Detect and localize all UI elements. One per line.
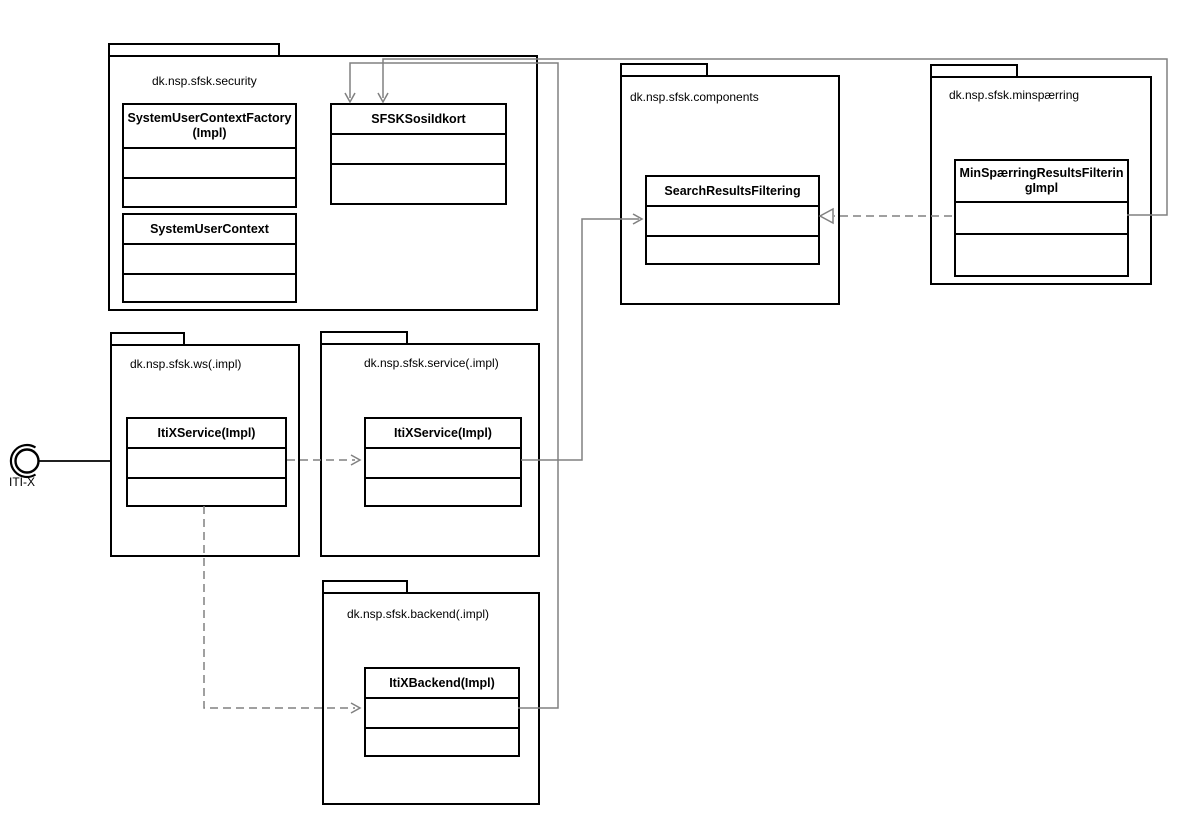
package-minspaerring-tab <box>930 64 1018 76</box>
package-minspaerring-label: dk.nsp.sfsk.minspærring <box>949 88 1080 102</box>
class-name: SearchResultsFiltering <box>664 183 801 198</box>
class-name: SystemUserContext <box>150 221 269 236</box>
operations-compartment <box>128 477 285 505</box>
itix-interface-symbol <box>9 443 110 479</box>
operations-compartment <box>124 177 295 206</box>
attributes-compartment <box>366 447 520 477</box>
class-ws-itixservice: ItiXService(Impl) <box>126 417 287 507</box>
attributes-compartment <box>647 205 818 235</box>
class-searchresultsfiltering: SearchResultsFiltering <box>645 175 820 265</box>
class-name: MinSpærringResultsFilterin gImpl <box>959 166 1124 195</box>
package-backend-tab <box>322 580 408 592</box>
attributes-compartment <box>956 201 1127 233</box>
class-name: ItiXService(Impl) <box>157 425 256 440</box>
operations-compartment <box>332 163 505 203</box>
package-backend: dk.nsp.sfsk.backend(.impl) ItiXBackend(I… <box>322 580 540 805</box>
class-name: SFSKSosiIdkort <box>371 111 466 126</box>
operations-compartment <box>366 727 518 755</box>
package-minspaerring: dk.nsp.sfsk.minspærring MinSpærringResul… <box>930 64 1152 285</box>
class-minspaerringresultsfilteringimpl: MinSpærringResultsFilterin gImpl <box>954 159 1129 277</box>
package-ws-body: dk.nsp.sfsk.ws(.impl) ItiXService(Impl) <box>110 344 300 557</box>
itix-socket-arc-icon <box>9 443 37 479</box>
package-security-body: dk.nsp.sfsk.security SystemUserContextFa… <box>108 55 538 311</box>
operations-compartment <box>124 273 295 301</box>
package-service-body: dk.nsp.sfsk.service(.impl) ItiXService(I… <box>320 343 540 557</box>
package-minspaerring-body: dk.nsp.sfsk.minspærring MinSpærringResul… <box>930 76 1152 285</box>
package-backend-label: dk.nsp.sfsk.backend(.impl) <box>347 607 490 621</box>
package-ws: dk.nsp.sfsk.ws(.impl) ItiXService(Impl) <box>110 332 300 557</box>
attributes-compartment <box>332 133 505 163</box>
attributes-compartment <box>124 147 295 177</box>
itix-ball-icon <box>14 448 40 474</box>
class-name: ItiXBackend(Impl) <box>389 675 495 690</box>
package-security: dk.nsp.sfsk.security SystemUserContextFa… <box>108 43 538 311</box>
class-systemusercontext: SystemUserContext <box>122 213 297 303</box>
package-service-label: dk.nsp.sfsk.service(.impl) <box>364 356 499 370</box>
package-components-body: dk.nsp.sfsk.components SearchResultsFilt… <box>620 75 840 305</box>
attributes-compartment <box>128 447 285 477</box>
class-systemusercontextfactory: SystemUserContextFactory (Impl) <box>122 103 297 208</box>
package-ws-tab <box>110 332 185 344</box>
package-components-tab <box>620 63 708 75</box>
attributes-compartment <box>366 697 518 727</box>
package-ws-label: dk.nsp.sfsk.ws(.impl) <box>130 357 242 371</box>
class-service-itixservice: ItiXService(Impl) <box>364 417 522 507</box>
package-components-label: dk.nsp.sfsk.components <box>630 90 759 104</box>
operations-compartment <box>366 477 520 505</box>
class-itixbackend: ItiXBackend(Impl) <box>364 667 520 757</box>
package-backend-body: dk.nsp.sfsk.backend(.impl) ItiXBackend(I… <box>322 592 540 805</box>
attributes-compartment <box>124 243 295 273</box>
package-security-label: dk.nsp.sfsk.security <box>152 74 257 88</box>
package-components: dk.nsp.sfsk.components SearchResultsFilt… <box>620 63 840 305</box>
class-sfsksosiidkort: SFSKSosiIdkort <box>330 103 507 205</box>
itix-interface-label: ITI-X <box>9 475 35 489</box>
class-name: ItiXService(Impl) <box>394 425 492 440</box>
package-service-tab <box>320 331 408 343</box>
operations-compartment <box>647 235 818 263</box>
package-security-tab <box>108 43 280 55</box>
operations-compartment <box>956 233 1127 275</box>
package-service: dk.nsp.sfsk.service(.impl) ItiXService(I… <box>320 331 540 557</box>
class-name: SystemUserContextFactory (Impl) <box>127 111 292 140</box>
